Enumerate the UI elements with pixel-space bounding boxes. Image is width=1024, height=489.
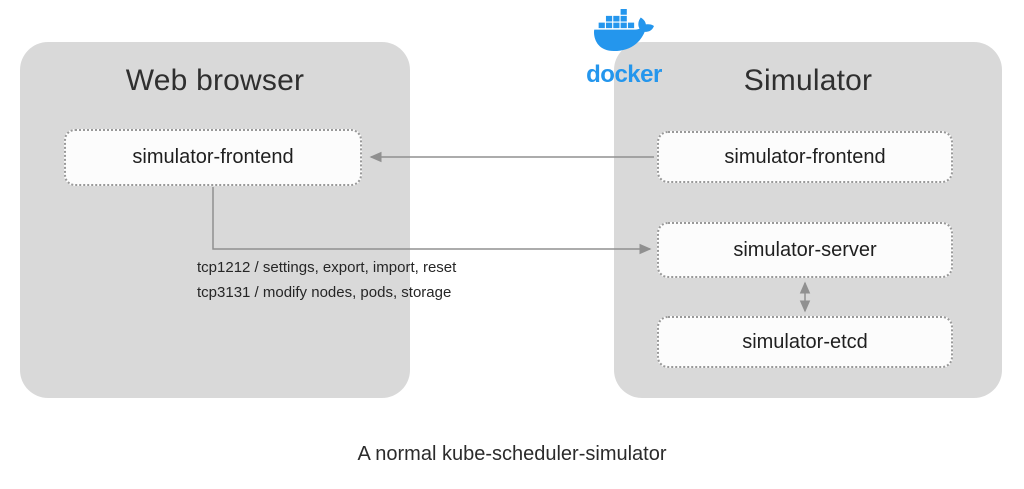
- node-label-simulator-etcd: simulator-etcd: [742, 330, 868, 353]
- simulator-panel-title: Simulator: [743, 64, 873, 97]
- connection-protocol-labels: tcp1212 / settings, export, import, rese…: [197, 255, 456, 305]
- node-simulator-server: simulator-server: [657, 222, 953, 278]
- web-browser-panel-title: Web browser: [125, 64, 305, 97]
- node-label-simulator-frontend: simulator-frontend: [724, 145, 886, 168]
- docker-wordmark: docker: [586, 61, 662, 88]
- web-browser-panel: Web browser: [20, 42, 410, 398]
- node-simulator-etcd: simulator-etcd: [657, 316, 953, 368]
- diagram-caption: A normal kube-scheduler-simulator: [357, 443, 667, 465]
- docker-whale-icon: [593, 9, 654, 52]
- node-label-web-browser-simulator-frontend: simulator-frontend: [132, 146, 294, 168]
- node-simulator-frontend: simulator-frontend: [657, 131, 953, 183]
- tcp1212-label: tcp1212 / settings, export, import, rese…: [197, 259, 457, 276]
- docker-logo: docker: [576, 6, 672, 89]
- node-web-browser-simulator-frontend: simulator-frontend: [64, 129, 362, 186]
- node-label-simulator-server: simulator-server: [733, 238, 877, 261]
- tcp3131-label: tcp3131 / modify nodes, pods, storage: [197, 284, 452, 301]
